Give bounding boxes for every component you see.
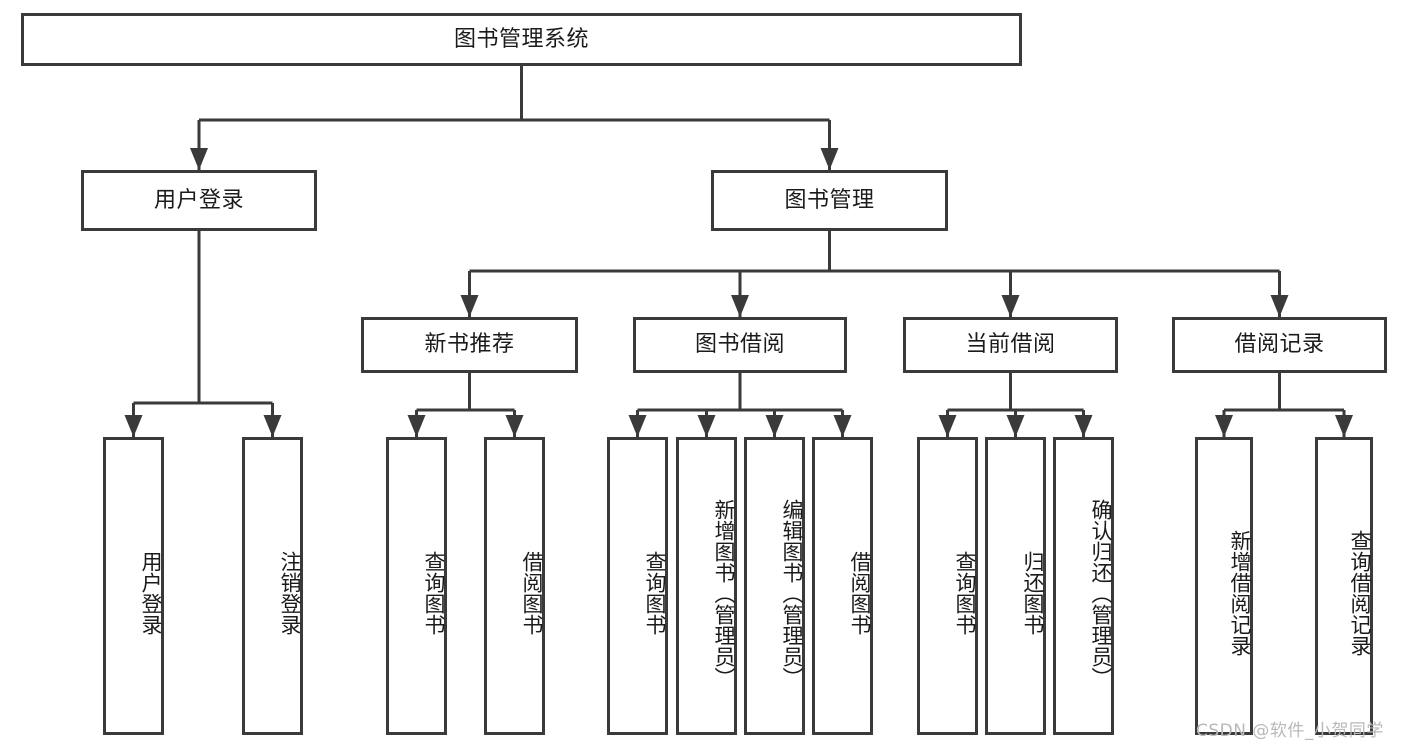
node-box-leaf-br-add-record[interactable]: [1195, 437, 1253, 735]
arrow-head-icon-leaf-bb-add-book: [697, 415, 716, 437]
node-box-leaf-nbr-borrow-book[interactable]: [484, 437, 545, 735]
arrow-head-icon-current-borrow: [1001, 295, 1020, 317]
node-box-leaf-cb-return-book[interactable]: [985, 437, 1046, 735]
arrow-head-icon-leaf-cb-confirm-return: [1074, 415, 1093, 437]
node-box-user-login[interactable]: [81, 170, 317, 231]
node-box-root[interactable]: [21, 13, 1022, 66]
arrow-head-icon-leaf-br-query-record: [1335, 415, 1353, 437]
arrow-head-icon-leaf-nbr-borrow-book: [505, 415, 524, 437]
node-box-leaf-cb-confirm-return[interactable]: [1053, 437, 1114, 735]
node-box-leaf-bb-borrow-book[interactable]: [812, 437, 873, 735]
node-box-leaf-bb-add-book[interactable]: [676, 437, 737, 735]
node-box-leaf-nbr-query-book[interactable]: [386, 437, 447, 735]
arrow-head-icon-borrow-record: [1270, 295, 1289, 317]
arrow-head-icon-leaf-logout: [263, 415, 282, 437]
arrow-head-icon-leaf-bb-edit-book: [765, 415, 784, 437]
arrow-head-icon-new-book-recommend: [460, 295, 479, 317]
node-box-borrow-record[interactable]: [1172, 317, 1387, 373]
arrow-head-icon-leaf-cb-query-book: [938, 415, 957, 437]
node-box-new-book-recommend[interactable]: [361, 317, 578, 373]
arrow-head-icon-leaf-bb-borrow-book: [833, 415, 852, 437]
arrow-head-icon-user-login: [190, 148, 208, 170]
node-box-current-borrow[interactable]: [903, 317, 1118, 373]
arrow-head-icon-leaf-nbr-query-book: [407, 415, 426, 437]
connectors-layer: [124, 66, 1353, 437]
arrow-head-icon-leaf-bb-query-book: [628, 415, 647, 437]
node-box-leaf-logout[interactable]: [242, 437, 303, 735]
node-box-leaf-cb-query-book[interactable]: [917, 437, 978, 735]
node-box-book-borrow[interactable]: [633, 317, 847, 373]
node-box-leaf-bb-edit-book[interactable]: [744, 437, 805, 735]
node-box-leaf-bb-query-book[interactable]: [607, 437, 668, 735]
arrow-head-icon-leaf-br-add-record: [1215, 415, 1233, 437]
node-box-leaf-user-login[interactable]: [103, 437, 164, 735]
node-box-leaf-br-query-record[interactable]: [1315, 437, 1373, 735]
arrow-head-icon-leaf-cb-return-book: [1006, 415, 1025, 437]
arrow-head-icon-book-manage: [820, 148, 839, 170]
node-box-book-manage[interactable]: [711, 170, 948, 231]
boxes-layer: [21, 13, 1387, 735]
arrow-head-icon-book-borrow: [731, 295, 749, 317]
arrow-head-icon-leaf-user-login: [124, 415, 143, 437]
